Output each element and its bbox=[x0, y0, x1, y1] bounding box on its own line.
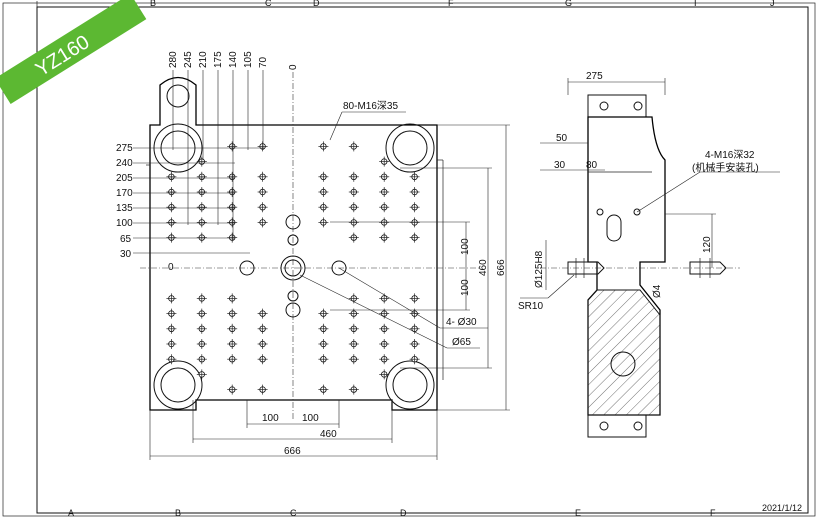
dim-label: 100 bbox=[302, 413, 319, 424]
dim-label: 280 bbox=[168, 51, 179, 68]
dim-label: 30 bbox=[120, 249, 132, 260]
nozzle-right bbox=[689, 258, 727, 278]
border-letter: G bbox=[565, 0, 572, 8]
dim-50: 50 bbox=[556, 133, 568, 144]
border-letter: C bbox=[265, 0, 272, 8]
dim-label: 0 bbox=[288, 64, 299, 70]
thread-note: 80-M16深35 bbox=[343, 100, 398, 112]
bottom-lug bbox=[587, 414, 647, 438]
dim-label: 460 bbox=[320, 429, 337, 440]
dim-label: 100 bbox=[460, 279, 471, 296]
border-letter: I bbox=[694, 0, 697, 8]
border-letter: B bbox=[150, 0, 156, 8]
dim-4: Ø4 bbox=[652, 284, 663, 298]
top-border-letters: B C D F G I J bbox=[36, 0, 775, 8]
ejector-hole bbox=[239, 260, 255, 276]
border-letter: A bbox=[68, 508, 74, 518]
center-hole bbox=[280, 255, 306, 281]
dim-label: 170 bbox=[116, 188, 133, 199]
border-letter: B bbox=[175, 508, 181, 518]
dim-label: 240 bbox=[116, 158, 133, 169]
dim-label: 460 bbox=[478, 259, 489, 276]
hole-note: 4- Ø30 bbox=[446, 317, 477, 328]
dim-label: 245 bbox=[183, 51, 194, 68]
right-dimensions: 100 100 460 666 bbox=[330, 124, 510, 411]
border-letter: J bbox=[770, 0, 775, 8]
dim-label: 100 bbox=[262, 413, 279, 424]
dim-120: 120 bbox=[702, 236, 713, 253]
left-dimension-labels: 275 240 205 170 135 100 65 30 0 bbox=[116, 143, 265, 273]
dim-label: 100 bbox=[116, 218, 133, 229]
top-dimension-labels: 280 245 210 175 140 105 70 0 bbox=[168, 51, 299, 240]
dim-label: 140 bbox=[228, 51, 239, 68]
border-letter: D bbox=[400, 508, 407, 518]
dim-125: Ø125H8 bbox=[534, 250, 545, 288]
dim-label: 275 bbox=[116, 143, 133, 154]
top-lug bbox=[587, 94, 647, 118]
dim-80: 80 bbox=[586, 160, 598, 171]
inner-frame bbox=[36, 6, 809, 514]
ejector-hole bbox=[285, 302, 301, 318]
robot-note-line2: (机械手安装孔) bbox=[692, 161, 759, 174]
dim-label: 100 bbox=[460, 238, 471, 255]
tie-bar-holes bbox=[153, 123, 435, 410]
dim-label: 105 bbox=[243, 51, 254, 68]
front-view: 280 245 210 175 140 105 70 0 275 240 205… bbox=[116, 51, 510, 460]
border-letter: F bbox=[448, 0, 454, 8]
bottom-border-letters: A B C D E F 2021/1/12 bbox=[68, 503, 802, 518]
dim-label: 135 bbox=[116, 203, 133, 214]
radius-note: SR10 bbox=[518, 301, 543, 312]
border-letter: C bbox=[290, 508, 297, 518]
side-width-dim: 275 bbox=[586, 71, 603, 82]
platen-outline bbox=[149, 76, 438, 411]
dim-label: 666 bbox=[496, 259, 507, 276]
border-letter: F bbox=[710, 508, 716, 518]
badge-ribbon bbox=[0, 0, 147, 104]
border-letter: D bbox=[313, 0, 320, 8]
callouts: 80-M16深35 4- Ø30 Ø65 bbox=[299, 100, 488, 349]
dim-label: 70 bbox=[258, 56, 269, 68]
border-letter: E bbox=[575, 508, 581, 518]
dim-label: 0 bbox=[168, 262, 174, 273]
dim-label: 666 bbox=[284, 446, 301, 457]
model-badge: YZ160 bbox=[0, 0, 147, 104]
dim-label: 65 bbox=[120, 234, 132, 245]
ejector-hole bbox=[285, 214, 301, 230]
nozzle-left bbox=[567, 258, 605, 278]
mounting-hole-grid bbox=[166, 141, 420, 395]
bottom-dimensions: 100 100 460 666 bbox=[149, 400, 438, 460]
robot-note-line1: 4-M16深32 bbox=[705, 149, 755, 161]
dim-label: 175 bbox=[213, 51, 224, 68]
side-view: 275 bbox=[518, 71, 780, 438]
center-note: Ø65 bbox=[452, 337, 471, 348]
section-hole bbox=[610, 351, 636, 377]
lug-hole bbox=[166, 84, 190, 108]
slot bbox=[606, 214, 622, 242]
ejector-hole bbox=[331, 260, 347, 276]
dim-label: 205 bbox=[116, 173, 133, 184]
date-stamp: 2021/1/12 bbox=[762, 503, 802, 513]
dim-label: 210 bbox=[198, 51, 209, 68]
dim-30: 30 bbox=[554, 160, 566, 171]
